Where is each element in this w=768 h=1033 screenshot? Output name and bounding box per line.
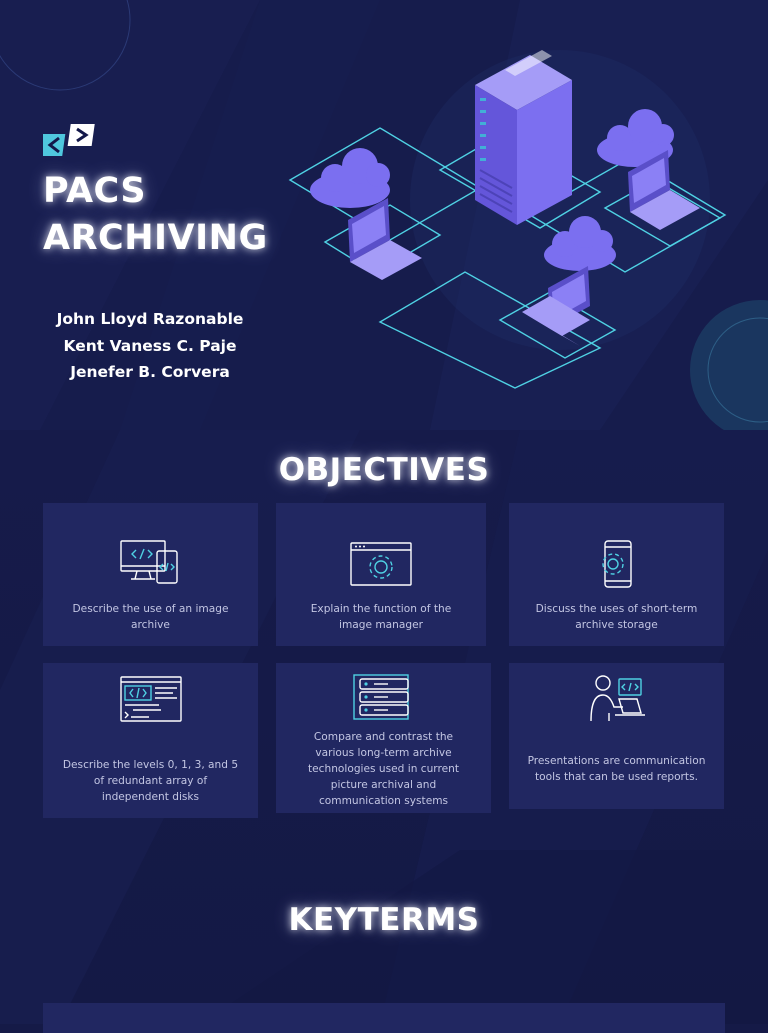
objective-text: Describe the levels 0, 1, 3, and 5 of re…: [62, 759, 239, 803]
objective-card: Presentations are communication tools th…: [509, 663, 724, 809]
objective-text: Discuss the uses of short-term archive s…: [535, 603, 698, 631]
devices-code-icon: [119, 540, 178, 584]
objective-card: Discuss the uses of short-term archive s…: [509, 503, 724, 646]
window-gear-icon: [350, 542, 412, 586]
code-window-icon: [119, 676, 182, 722]
keyterms-panel: [43, 1003, 725, 1033]
objectives-heading: OBJECTIVES: [278, 452, 490, 488]
title-line-1: PACS: [43, 171, 147, 211]
objective-card: Compare and contrast the various long-te…: [276, 663, 491, 813]
objective-card: Describe the levels 0, 1, 3, and 5 of re…: [43, 663, 258, 818]
author-name: Jenefer B. Corvera: [70, 363, 230, 381]
code-brackets-logo-icon: [43, 124, 95, 156]
phone-gear-icon: [601, 540, 632, 588]
author-name: Kent Vaness C. Paje: [63, 336, 237, 355]
author-list: John Lloyd Razonable Kent Vaness C. Paje…: [36, 306, 264, 386]
server-network-illustration: [288, 50, 727, 389]
objective-text: Compare and contrast the various long-te…: [308, 731, 459, 807]
title-line-2: ARCHIVING: [43, 218, 268, 258]
person-laptop-icon: [589, 675, 645, 722]
objective-text: Describe the use of an image archive: [72, 603, 229, 631]
objective-card: Describe the use of an image archive: [43, 503, 258, 646]
server-stack-icon: [352, 674, 409, 720]
objective-text: Presentations are communication tools th…: [527, 755, 706, 783]
objective-card: Explain the function of the image manage…: [276, 503, 486, 646]
hero-section: PACS ARCHIVING John Lloyd Razonable Kent…: [0, 0, 768, 430]
objective-text: Explain the function of the image manage…: [310, 603, 452, 631]
author-name: John Lloyd Razonable: [56, 310, 244, 328]
keyterms-heading: KEYTERMS: [288, 902, 480, 938]
page-title: PACS ARCHIVING: [43, 168, 268, 262]
